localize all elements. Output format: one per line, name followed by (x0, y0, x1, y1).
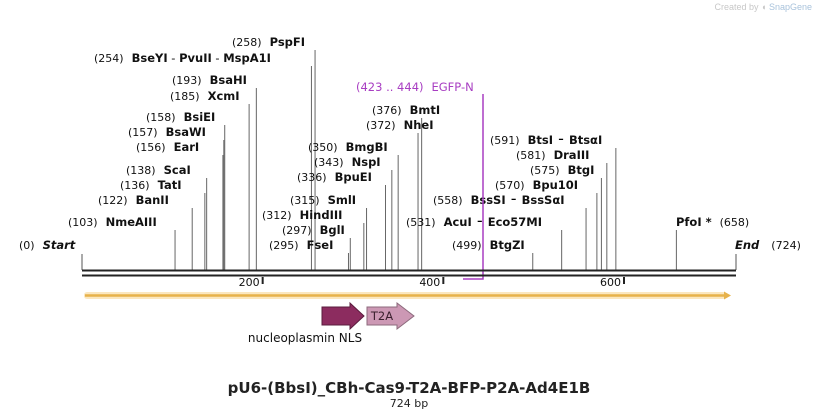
site-label-bmti: (376)BmtI (372, 103, 440, 117)
tick-label-400: 400 (419, 276, 440, 289)
t2a-label: T2A (370, 309, 393, 323)
feature-range-bracket (463, 94, 484, 280)
site-label-xcmi: (185)XcmI (170, 89, 240, 103)
end-label: End(724) (735, 238, 801, 252)
construct-title: pU6-(BbsI)_CBh-Cas9-T2A-BFP-P2A-Ad4E1B (227, 379, 591, 397)
site-label-bmgbi: (350)BmgBI (308, 140, 388, 154)
credit-brand: SnapGene (768, 2, 812, 12)
site-label-scai: (138)ScaI (126, 163, 191, 177)
site-label-bsssi: (558)BssSI - BssSαI (433, 189, 565, 208)
site-label-nmeaiii: (103)NmeAIII (68, 215, 157, 229)
nucleoplasmin-nls-label: nucleoplasmin NLS (248, 331, 362, 345)
site-lines (174, 50, 677, 270)
ruler-ticks: 200 400 600 (239, 276, 625, 289)
site-label-banii: (122)BanII (98, 193, 169, 207)
feature-range-name: EGFP-N (432, 80, 474, 94)
tick-label-200: 200 (239, 276, 260, 289)
site-label-fsei: (295)FseI (269, 238, 333, 252)
credit-prefix: Created by (714, 2, 759, 12)
site-label-bgli: (297)BglI (282, 223, 345, 237)
tick-label-600: 600 (600, 276, 621, 289)
site-label-bsahi: (193)BsaHI (172, 73, 247, 87)
site-label-draiii: (581)DraIII (516, 148, 589, 162)
site-label-bpuei: (336)BpuEI (297, 170, 372, 184)
site-label-eari: (156)EarI (136, 140, 199, 154)
site-labels: (254)BseYI - PvuII - MspA1I (258)PspFI (… (68, 35, 749, 252)
feature-range-pos: (423 .. 444) (356, 80, 424, 94)
site-label-bseyi: (254)BseYI - PvuII - MspA1I (94, 51, 271, 65)
nucleoplasmin-nls-arrow (321, 301, 365, 331)
t2a-arrow (366, 301, 415, 331)
site-label-pspfi: (258)PspFI (232, 35, 305, 49)
site-label-btgi: (575)BtgI (530, 163, 594, 177)
site-label-acui: (531)AcuI - Eco57MI (406, 211, 542, 230)
site-label-nhei: (372)NheI (366, 118, 433, 132)
site-label-nspi: (343)NspI (314, 155, 381, 169)
snapgene-credit: Created by ◖ SnapGene (714, 2, 812, 12)
site-label-bsiei: (158)BsiEI (146, 110, 215, 124)
site-label-smli: (315)SmlI (290, 193, 356, 207)
site-label-bpu10i: (570)Bpu10I (495, 178, 578, 192)
site-label-pfoi: PfoI *(658) (676, 215, 749, 229)
orf-bar (84, 291, 731, 300)
site-label-hindiii: (312)HindIII (262, 208, 342, 222)
feature-range-label: (423 .. 444) EGFP-N (356, 80, 474, 94)
site-label-bsawi: (157)BsaWI (128, 125, 206, 139)
site-label-tati: (136)TatI (120, 178, 182, 192)
site-label-btgzi: (499)BtgZI (452, 238, 525, 252)
site-label-btsi: (591)BtsI - BtsαI (490, 129, 602, 148)
snapgene-logo-icon: ◖ (761, 2, 767, 12)
construct-length: 724 bp (389, 397, 429, 410)
start-label: (0)Start (19, 238, 76, 252)
